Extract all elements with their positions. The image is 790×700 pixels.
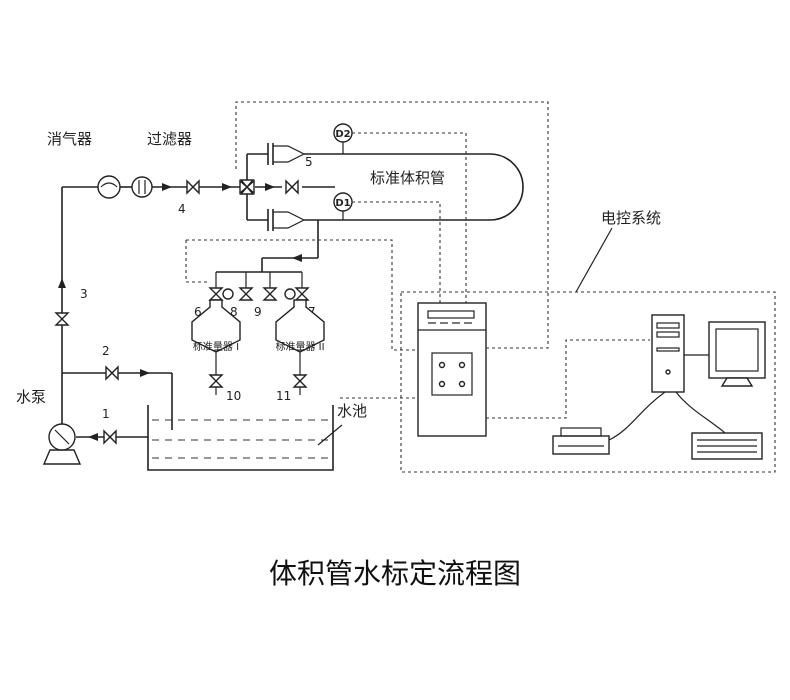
svg-text:2: 2 (102, 344, 110, 358)
svg-text:10: 10 (226, 389, 241, 403)
flow-arrows (58, 183, 302, 441)
detector-d1: D1 (333, 192, 353, 220)
muffler-icon (97, 175, 121, 199)
flask-2: 标准量器 II (275, 299, 325, 353)
control-system-leader (575, 227, 613, 293)
valve-5: 5 (285, 155, 313, 195)
computer-tower-icon (651, 314, 685, 393)
svg-text:标准量器 I: 标准量器 I (193, 341, 239, 353)
svg-text:5: 5 (305, 155, 313, 169)
svg-text:D1: D1 (335, 198, 350, 209)
pump-icon (42, 423, 82, 465)
keyboard-cable (675, 391, 726, 434)
detector-d2: D2 (333, 123, 353, 154)
valve-11: 11 (276, 374, 308, 403)
svg-text:D2: D2 (335, 129, 350, 140)
svg-text:9: 9 (254, 305, 262, 319)
svg-text:4: 4 (178, 202, 186, 216)
filter-icon (131, 176, 153, 198)
control-system-boundary (400, 291, 776, 473)
filter-label: 过滤器 (147, 130, 192, 148)
valve-8: 8 (230, 287, 254, 319)
valve-9: 9 (254, 287, 278, 319)
pump-label: 水泵 (16, 388, 46, 406)
control-system-label: 电控系统 (601, 209, 661, 227)
muffler-label: 消气器 (47, 130, 92, 148)
valve-4: 4 (178, 179, 200, 216)
svg-text:3: 3 (80, 287, 88, 301)
svg-text:1: 1 (102, 407, 110, 421)
valve-2: 2 (102, 344, 119, 381)
prover-label: 标准体积管 (370, 169, 445, 187)
pool-label: 水池 (337, 402, 367, 420)
monitor-icon (684, 321, 766, 387)
control-cabinet (417, 302, 487, 437)
main-pipeline (61, 153, 524, 438)
svg-text:标准量器 II: 标准量器 II (275, 341, 324, 353)
svg-text:8: 8 (230, 305, 238, 319)
keyboard-icon (691, 432, 763, 460)
flask-1: 标准量器 I (191, 299, 241, 353)
launcher-lower (267, 209, 306, 231)
valve-3: 3 (54, 287, 88, 326)
valve-1: 1 (102, 407, 117, 445)
printer-icon (552, 427, 610, 455)
svg-text:6: 6 (194, 305, 202, 319)
signal-wiring (185, 101, 650, 419)
printer-cable (608, 391, 666, 441)
svg-text:11: 11 (276, 389, 291, 403)
valve-10: 10 (208, 374, 241, 403)
four-way-valve (239, 179, 255, 195)
launcher-upper (267, 143, 306, 165)
diagram-caption: 体积管水标定流程图 (269, 557, 521, 590)
water-pool (147, 405, 343, 471)
